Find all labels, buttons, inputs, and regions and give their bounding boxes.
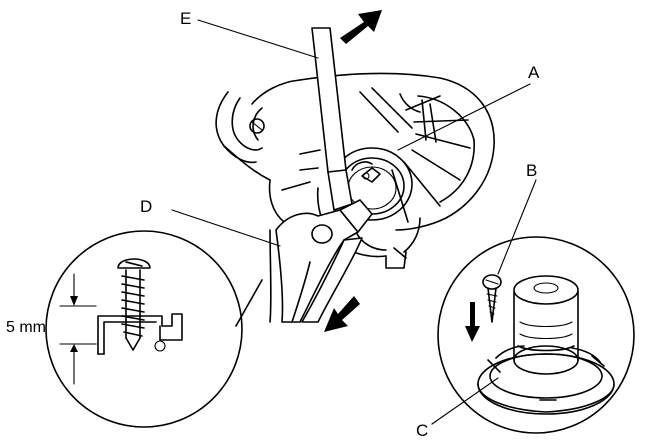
arrow-down-left-icon — [324, 296, 360, 332]
dimension-label: 5 mm — [6, 319, 46, 336]
callout-d: D — [140, 197, 152, 216]
callout-c: C — [416, 421, 428, 440]
arrow-down-icon — [465, 302, 480, 342]
callout-b: B — [526, 161, 537, 180]
pliers-tool — [235, 199, 373, 327]
callout-a: A — [528, 63, 540, 82]
cap-install-detail — [437, 236, 635, 434]
screw-depth-detail — [45, 230, 243, 428]
main-assembly — [215, 72, 495, 269]
leader-lines — [171, 19, 537, 425]
arrow-up-right-icon — [340, 10, 382, 44]
callout-e: E — [180, 9, 191, 28]
